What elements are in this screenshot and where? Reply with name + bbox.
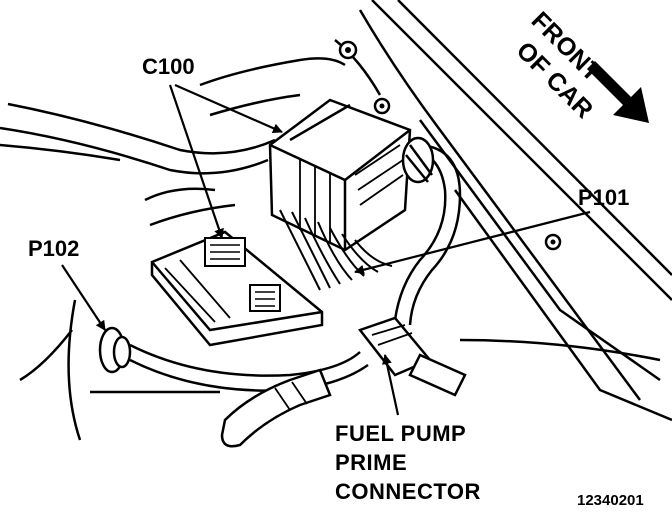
fender-panel	[334, 0, 672, 422]
c100-leader-lower	[168, 84, 224, 239]
leader-lines	[61, 83, 591, 416]
lower-harness	[129, 343, 369, 448]
wire-harness-left	[0, 57, 346, 227]
c100-leader-upper	[174, 83, 283, 134]
fuel-pump-leader	[382, 354, 400, 416]
figure-number: 12340201	[577, 492, 644, 509]
p101-label: P101	[578, 185, 629, 210]
front-of-car-arrow	[587, 61, 649, 123]
fuel-pump-label-line2: PRIME	[335, 450, 407, 475]
fuel-pump-label-line3: CONNECTOR	[335, 479, 481, 504]
c100-connector-upper	[268, 98, 412, 252]
mounting-bolt	[338, 40, 562, 251]
fuel-pump-label-line1: FUEL PUMP	[335, 421, 466, 446]
fuel-pump-prime-connector	[357, 316, 467, 397]
wire-bundle	[279, 209, 393, 291]
p101-harness	[393, 136, 462, 326]
c100-label: C100	[142, 54, 195, 79]
p101-leader	[354, 210, 591, 275]
lower-panel-lines	[90, 338, 661, 394]
p102-grommet	[19, 299, 132, 441]
p102-leader	[61, 264, 106, 331]
c100-connector-lower	[150, 230, 324, 347]
p102-label: P102	[28, 236, 79, 261]
